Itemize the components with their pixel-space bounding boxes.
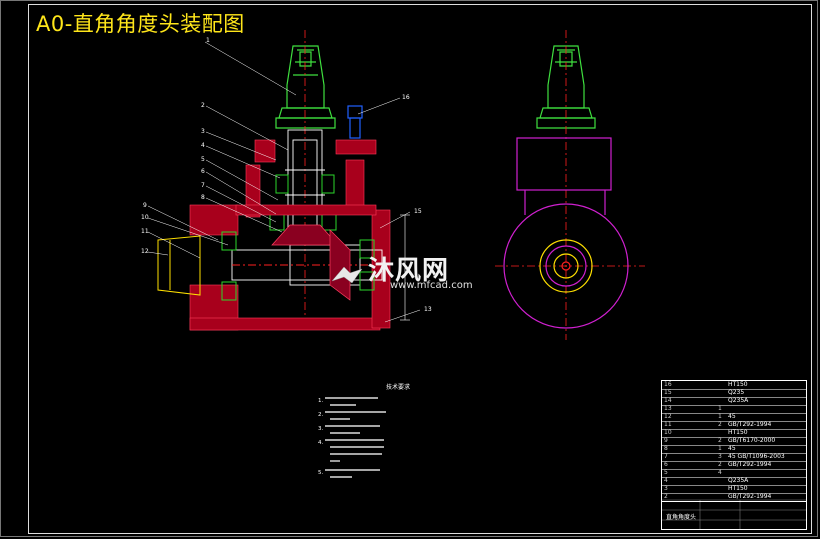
side-housing <box>503 137 629 329</box>
balloon-5: 5 <box>201 156 205 163</box>
watermark-logo-icon <box>331 266 363 283</box>
balloon-2: 2 <box>201 102 205 109</box>
balloon-11: 11 <box>141 228 149 235</box>
table-row: 16 HT150 <box>662 381 806 390</box>
bevel-gears <box>271 224 351 301</box>
balloon-3: 3 <box>201 128 205 135</box>
title-block-footer: 直角角度头 <box>662 501 806 530</box>
balloon-1: 1 <box>206 37 210 44</box>
plug-part <box>347 105 363 139</box>
table-row: 4 Q235A <box>662 477 806 486</box>
balloon-16: 16 <box>402 94 410 101</box>
leader-lines <box>147 41 421 323</box>
bearings-vertical <box>269 174 337 231</box>
bearings-horizontal <box>221 231 375 301</box>
side-view <box>495 30 645 340</box>
note-item: 5. <box>318 470 324 476</box>
balloon-12: 12 <box>141 248 149 255</box>
watermark-main: 沐风网 <box>368 256 450 286</box>
upper-housing <box>245 139 377 218</box>
table-row: 3 HT150 <box>662 485 806 494</box>
balloon-6: 6 <box>201 168 205 175</box>
dimension-lines <box>400 214 410 321</box>
table-row: 10 HT150 <box>662 429 806 438</box>
table-row: 5 4 <box>662 469 806 478</box>
main-housing <box>189 204 391 331</box>
table-row: 11 2 GB/T292-1994 <box>662 421 806 430</box>
title-block-grid <box>661 499 807 530</box>
tool-holder-cone <box>275 45 336 129</box>
front-section-view <box>147 30 421 331</box>
table-row: 7 3 45 GB/T1096-2003 <box>662 453 806 462</box>
note-item: 1. <box>318 398 324 404</box>
table-row: 12 1 45 <box>662 413 806 422</box>
watermark: 沐风网 www.mfcad.com <box>330 250 473 291</box>
parts-list-table: 16 HT150 15 Q235 14 Q235A 13 1 12 1 45 1… <box>661 380 807 530</box>
drawing-border <box>28 4 812 534</box>
note-item: 3. <box>318 426 324 432</box>
note-item: 4. <box>318 440 324 446</box>
balloon-15: 15 <box>414 208 422 215</box>
watermark-url: www.mfcad.com <box>390 280 473 291</box>
table-row: 14 Q235A <box>662 397 806 406</box>
balloon-13: 13 <box>424 306 432 313</box>
table-row: 8 1 45 <box>662 445 806 454</box>
table-row: 13 1 <box>662 405 806 414</box>
drawing-name: 直角角度头 <box>666 514 697 521</box>
balloon-9: 9 <box>143 202 147 209</box>
side-bearing-rings <box>539 239 593 293</box>
balloon-7: 7 <box>201 182 205 189</box>
balloon-10: 10 <box>141 214 149 221</box>
table-row: 6 2 GB/T292-1994 <box>662 461 806 470</box>
table-row: 15 Q235 <box>662 389 806 398</box>
balloon-4: 4 <box>201 142 205 149</box>
notes-title: 技术要求 <box>386 384 411 391</box>
note-item: 2. <box>318 412 324 418</box>
balloon-8: 8 <box>201 194 205 201</box>
table-row: 9 2 GB/T6170-2000 <box>662 437 806 446</box>
output-nose <box>157 235 201 296</box>
drawing-title: A0-直角角度头装配图 <box>36 12 245 36</box>
